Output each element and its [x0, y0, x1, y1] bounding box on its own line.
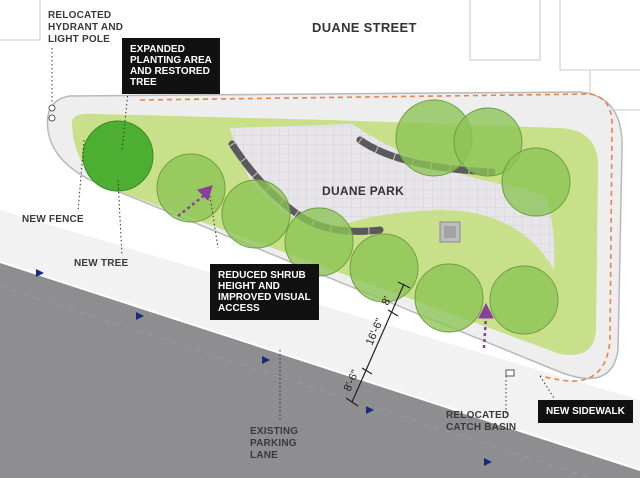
trees [156, 99, 571, 335]
roadway [0, 262, 640, 478]
label-fence: NEW FENCE [22, 214, 84, 225]
view-arrows [177, 185, 494, 349]
callout-planting: EXPANDED PLANTING AREA AND RESTORED TREE [122, 38, 220, 94]
street-name-north: DUANE STREET [312, 20, 417, 35]
label-parking: EXISTING PARKING LANE [250, 426, 299, 461]
sidewalk-strip [0, 210, 640, 470]
callout-sidewalk: NEW SIDEWALK [538, 400, 633, 423]
park-name: DUANE PARK [322, 184, 405, 198]
label-hydrant: RELOCATED HYDRANT AND LIGHT POLE [48, 10, 124, 45]
leader-lines [51, 48, 555, 420]
new-curb-dashed-outline [139, 93, 613, 382]
paved-plaza [230, 124, 555, 270]
label-catch-basin: RELOCATED CATCH BASIN [446, 410, 517, 433]
callout-shrub: REDUCED SHRUB HEIGHT AND IMPROVED VISUAL… [210, 264, 319, 320]
label-tree: NEW TREE [74, 258, 129, 269]
dimension-line [345, 281, 411, 407]
lane-markers [36, 269, 492, 466]
